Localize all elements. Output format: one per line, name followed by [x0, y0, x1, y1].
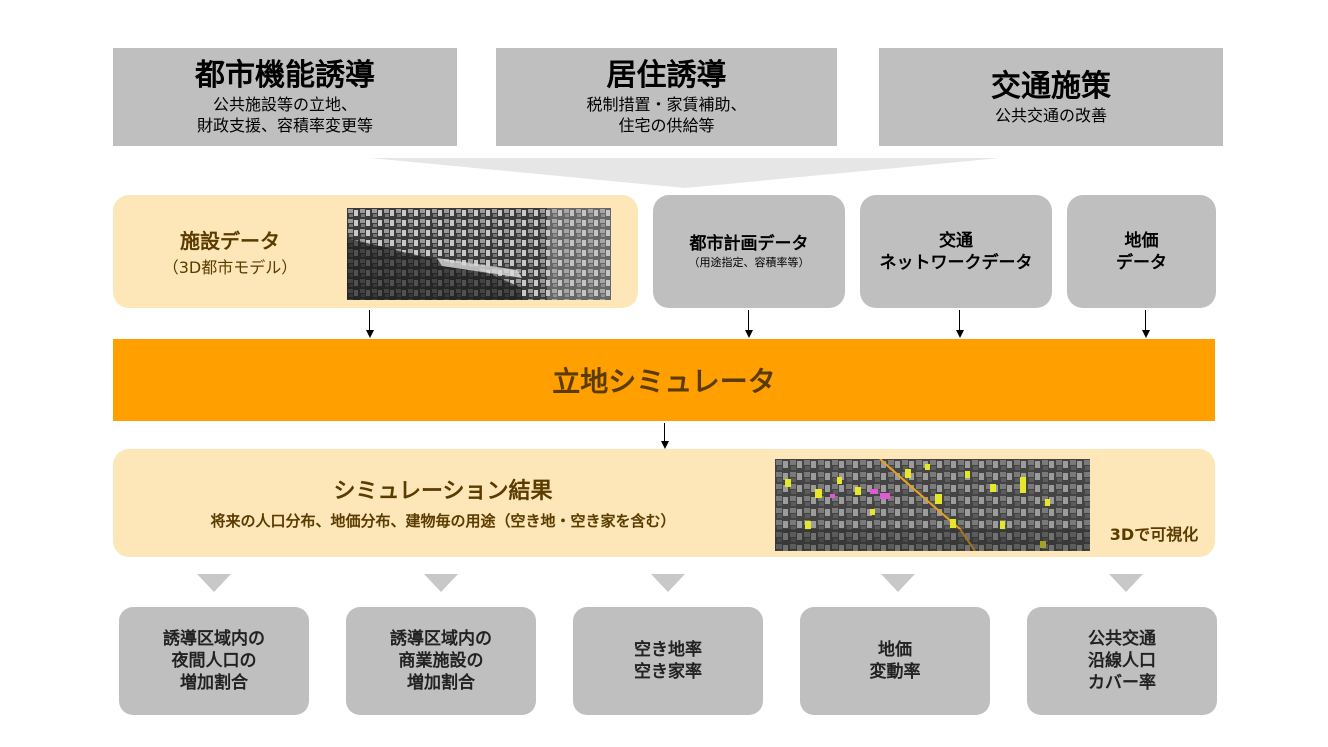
- data-box-title: 地価 データ: [1116, 230, 1167, 273]
- result-subtitle: 将来の人口分布、地価分布、建物毎の用途（空き地・空き家を含む）: [210, 512, 676, 530]
- down-triangle: [1109, 574, 1143, 592]
- simulation-3d-image: [775, 459, 1090, 551]
- down-triangle: [651, 574, 685, 592]
- policy-title: 交通施策: [991, 68, 1111, 104]
- funnel-arrow: [370, 158, 1000, 188]
- output-transit-coverage: 公共交通 沿線人口 カバー率: [1027, 607, 1217, 715]
- policy-subtitle: 税制措置・家賃補助、 住宅の供給等: [586, 95, 747, 135]
- output-land-price-change: 地価 変動率: [800, 607, 990, 715]
- output-residential-population: 誘導区域内の 夜間人口の 増加割合: [119, 607, 309, 715]
- data-box-subtitle: （用途指定、容積率等）: [688, 255, 810, 269]
- policy-subtitle: 公共交通の改善: [994, 105, 1107, 125]
- urban-planning-data-box: 都市計画データ （用途指定、容積率等）: [653, 195, 845, 308]
- arrow-head: [1142, 330, 1150, 338]
- location-simulator-bar: 立地シミュレータ: [113, 339, 1215, 421]
- arrow-line: [664, 423, 665, 441]
- arrow-line: [959, 310, 960, 330]
- arrow-line: [1145, 310, 1146, 330]
- arrow-line: [369, 310, 370, 330]
- simulator-label: 立地シミュレータ: [552, 365, 776, 398]
- arrow-head: [366, 330, 374, 338]
- viz-label: 3Dで可視化: [1109, 525, 1199, 544]
- facility-subtitle: （3D都市モデル）: [162, 258, 298, 277]
- policy-urban-function: 都市機能誘導 公共施設等の立地、 財政支援、容積率変更等: [113, 48, 457, 146]
- data-box-title: 交通 ネットワークデータ: [879, 230, 1033, 273]
- facility-title: 施設データ: [180, 229, 280, 253]
- result-title: シミュレーション結果: [333, 479, 553, 504]
- output-label: 公共交通 沿線人口 カバー率: [1088, 629, 1156, 693]
- down-triangle: [197, 574, 231, 592]
- output-label: 地価 変動率: [869, 640, 921, 682]
- policy-transport: 交通施策 公共交通の改善: [879, 48, 1223, 146]
- output-label: 誘導区域内の 商業施設の 増加割合: [390, 629, 492, 693]
- data-box-title: 都市計画データ: [689, 233, 809, 254]
- policy-residential: 居住誘導 税制措置・家賃補助、 住宅の供給等: [496, 48, 837, 146]
- output-vacancy-rate: 空き地率 空き家率: [573, 607, 763, 715]
- land-price-data-box: 地価 データ: [1067, 195, 1216, 308]
- transport-network-data-box: 交通 ネットワークデータ: [860, 195, 1052, 308]
- output-label: 空き地率 空き家率: [634, 640, 702, 682]
- policy-subtitle: 公共施設等の立地、 財政支援、容積率変更等: [196, 95, 373, 135]
- arrow-line: [748, 310, 749, 330]
- down-triangle: [424, 574, 458, 592]
- output-label: 誘導区域内の 夜間人口の 増加割合: [163, 629, 265, 693]
- output-commercial-facilities: 誘導区域内の 商業施設の 増加割合: [346, 607, 536, 715]
- city-model-image: [347, 208, 611, 300]
- arrow-head: [661, 441, 669, 449]
- policy-title: 居住誘導: [606, 58, 727, 93]
- arrow-head: [745, 330, 753, 338]
- arrow-head: [956, 330, 964, 338]
- down-triangle: [881, 574, 915, 592]
- policy-title: 都市機能誘導: [195, 58, 375, 93]
